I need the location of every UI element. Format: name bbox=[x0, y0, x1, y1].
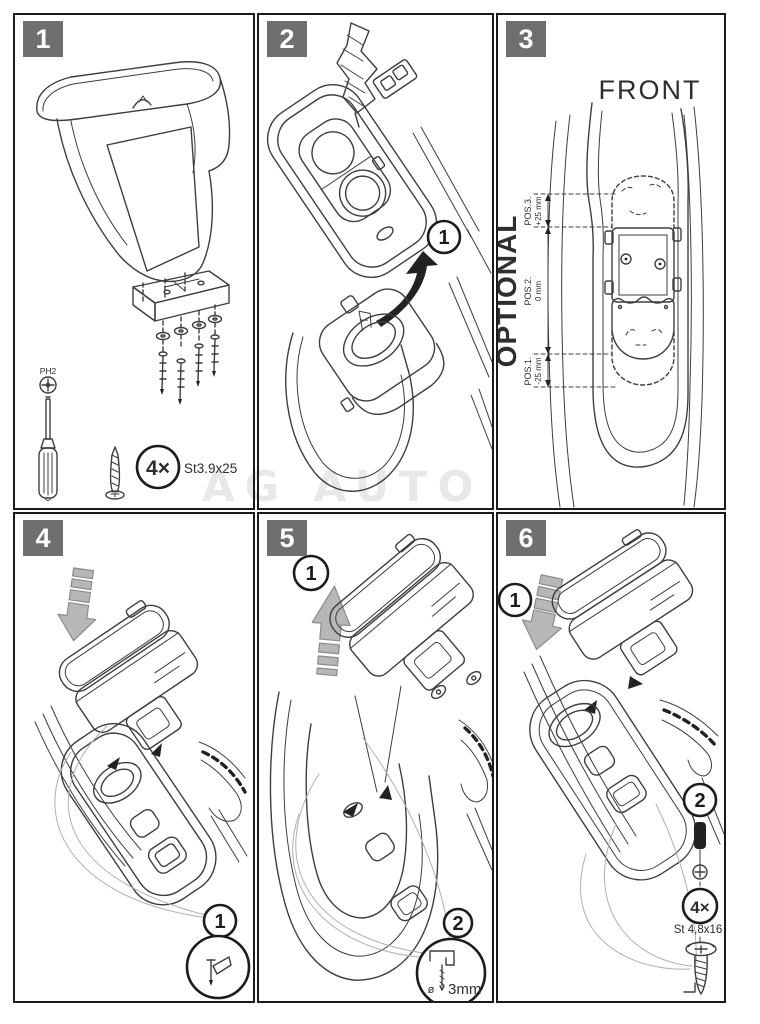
optional-label: OPTIONAL bbox=[498, 215, 522, 368]
mount-arrow-right bbox=[628, 676, 643, 689]
armrest bbox=[542, 521, 717, 696]
panel-3-position-options: 3 FRONT OPTIONAL bbox=[496, 13, 726, 510]
screw-spec-label: St3.9x25 bbox=[184, 461, 237, 476]
clip-detail-circle bbox=[187, 936, 249, 998]
step2-circle bbox=[684, 784, 716, 816]
door-sill-hatch bbox=[199, 742, 247, 862]
console bbox=[47, 710, 230, 919]
panel-5-lift-and-drill: 5 1 bbox=[257, 512, 494, 1003]
pos1-value: -25 mm bbox=[534, 357, 543, 384]
quantity-circle bbox=[683, 889, 717, 923]
switch-panel bbox=[372, 59, 417, 100]
step2-circle bbox=[444, 909, 472, 937]
screwdriver-bit-icon bbox=[693, 822, 707, 890]
center-console bbox=[259, 72, 449, 289]
panel-3-drawing: FRONT OPTIONAL POS.3 bbox=[498, 75, 724, 508]
step1-circle bbox=[428, 221, 460, 253]
panel-2-remove-console-insert: 2 1 bbox=[257, 13, 494, 510]
panel-6-drawing: 1 bbox=[498, 514, 724, 1001]
mounting-bracket bbox=[133, 271, 229, 321]
armrest-base-plate bbox=[605, 228, 681, 302]
pos1-name: POS.1. bbox=[523, 356, 533, 385]
drill-diameter-label: ø bbox=[428, 984, 435, 996]
drill-detail-circle bbox=[417, 939, 485, 1001]
screwdriver-icon bbox=[39, 397, 57, 501]
screw-qty-label: 4× bbox=[146, 457, 170, 480]
step1-number: 1 bbox=[509, 590, 520, 612]
console-top-view bbox=[548, 103, 703, 507]
console bbox=[515, 666, 710, 894]
screw-icon bbox=[686, 942, 716, 994]
panel-1-drawing: PH2 4× St3.9x25 bbox=[15, 15, 237, 508]
lift-up-arrow-icon bbox=[308, 584, 354, 676]
armrest-exploded-view bbox=[37, 62, 230, 405]
door-sill-hatch bbox=[660, 700, 724, 844]
step-number-badge-3: 3 bbox=[506, 21, 546, 57]
quantity-circle bbox=[137, 446, 179, 488]
panel-5-drawing: 1 bbox=[259, 514, 492, 1001]
panel-1-armrest-parts: 1 bbox=[13, 13, 255, 510]
panel-2-drawing: 1 bbox=[259, 15, 492, 508]
step-number-badge-5: 5 bbox=[267, 520, 307, 556]
door-sill-lines bbox=[413, 127, 491, 273]
drill-size-label: 3mm bbox=[448, 981, 481, 998]
door-sill-hatch bbox=[459, 720, 492, 870]
step2-number: 2 bbox=[694, 790, 705, 812]
left-sill-lines bbox=[35, 706, 141, 866]
callout-leader-lines bbox=[55, 726, 209, 918]
step-number-badge-6: 6 bbox=[506, 520, 546, 556]
step1-number: 1 bbox=[214, 911, 225, 933]
front-label: FRONT bbox=[599, 75, 702, 105]
pos3-value: +25 mm bbox=[534, 196, 543, 225]
armrest bbox=[49, 593, 223, 768]
step1-circle bbox=[499, 584, 531, 616]
drill-icon bbox=[430, 951, 454, 990]
pos2-value: 0 mm bbox=[534, 281, 543, 301]
watermark: AG AUTO bbox=[202, 462, 484, 511]
lift-arrow-icon bbox=[376, 251, 438, 327]
mounting-screws bbox=[159, 335, 219, 405]
step1-number: 1 bbox=[305, 563, 316, 585]
ph2-bit-icon bbox=[40, 377, 56, 393]
screw-qty-label: 4× bbox=[690, 898, 709, 917]
step1-circle bbox=[294, 556, 328, 590]
hole-arrow-right bbox=[379, 785, 392, 800]
console-opening bbox=[270, 686, 437, 980]
step-number-badge-1: 1 bbox=[23, 21, 63, 57]
step1-number: 1 bbox=[438, 227, 449, 249]
door-sill-lines-lower bbox=[449, 277, 492, 449]
step-number-badge-2: 2 bbox=[267, 21, 307, 57]
pos2-name: POS.2. bbox=[523, 276, 533, 305]
leader-corner-mark bbox=[684, 983, 695, 992]
pos3-name: POS.3. bbox=[523, 196, 533, 225]
panel-4-insert-armrest: 4 bbox=[13, 512, 255, 1003]
clip-icon bbox=[207, 957, 231, 986]
screw-spec-label: St 4,8x16 bbox=[674, 924, 723, 936]
mount-arrow-right bbox=[151, 743, 162, 757]
step2-number: 2 bbox=[452, 913, 463, 935]
hole-arrow-left bbox=[343, 803, 358, 817]
step-number-badge-4: 4 bbox=[23, 520, 63, 556]
panel-4-drawing: 1 bbox=[15, 514, 253, 1001]
left-sill-lines bbox=[524, 656, 636, 852]
screw-icon bbox=[106, 447, 124, 499]
press-down-arrow-icon bbox=[55, 567, 103, 644]
armrest bbox=[318, 526, 492, 731]
mount-arrow-left bbox=[107, 757, 120, 770]
dimension-lines bbox=[534, 194, 618, 387]
console-base-outline bbox=[286, 333, 413, 491]
panel-6-fix-with-screws: 6 1 bbox=[496, 512, 726, 1003]
ph2-label: PH2 bbox=[40, 366, 57, 376]
washers bbox=[157, 316, 222, 340]
console-insert bbox=[304, 271, 454, 426]
handbrake-boot bbox=[337, 23, 377, 127]
